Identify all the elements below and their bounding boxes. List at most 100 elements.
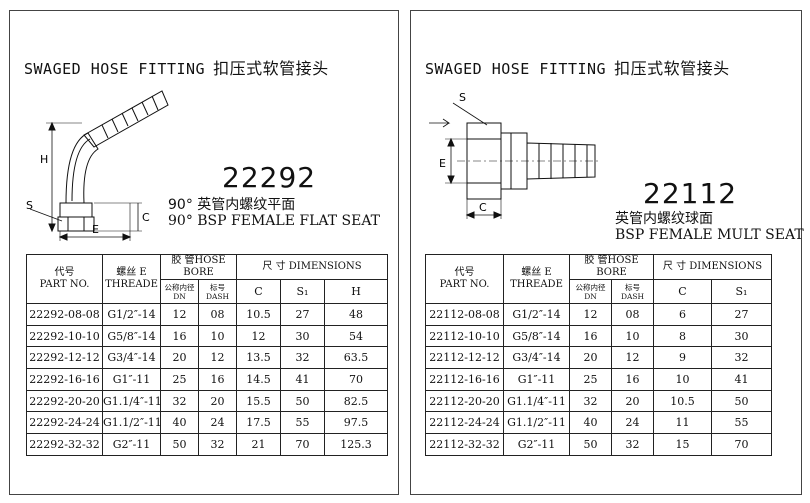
table-cell: 8 [653, 324, 712, 348]
right-col-dimensions: 尺 寸 DIMENSIONS [653, 254, 772, 280]
table-cell: 10 [611, 324, 654, 348]
table-cell: 15 [653, 433, 712, 456]
left-fitting-drawing: H S C E [26, 90, 169, 241]
table-cell: 16 [198, 368, 237, 391]
table-cell: 12 [160, 303, 199, 326]
table-cell: 82.5 [324, 389, 388, 413]
table-cell: 22292-10-10 [26, 324, 103, 348]
table-cell: 32 [280, 346, 325, 370]
table-cell: 27 [711, 303, 772, 326]
table-cell: 9 [653, 346, 712, 370]
left-dim-c: C [142, 211, 150, 224]
table-cell: 22292-16-16 [26, 368, 103, 391]
table-cell: 22112-32-32 [425, 433, 504, 456]
left-col-hose: 胶 管HOSE BORE [160, 254, 237, 280]
table-cell: 54 [324, 324, 388, 348]
table-cell: 41 [280, 368, 325, 391]
table-cell: 22112-20-20 [425, 389, 504, 413]
table-cell: 12 [198, 346, 237, 370]
table-cell: 70 [280, 433, 325, 456]
table-cell: 55 [280, 411, 325, 435]
left-dim-h: H [40, 153, 48, 166]
table-cell: G1.1/4″-11 [503, 389, 570, 413]
left-part-number: 22292 [222, 161, 317, 194]
left-dim-s: S [26, 199, 33, 212]
right-desc-line2: BSP FEMALE MULT SEAT [615, 227, 804, 243]
table-cell: 32 [198, 433, 237, 456]
table-cell: 24 [198, 411, 237, 435]
table-cell: 20 [611, 389, 654, 413]
table-cell: 30 [711, 324, 772, 348]
table-cell: 70 [711, 433, 772, 456]
table-cell: 24 [611, 411, 654, 435]
right-header-title-cn: 扣压式软管接头 [614, 59, 730, 78]
table-cell: 10 [198, 324, 237, 348]
table-cell: G1.1/4″-11 [102, 389, 162, 413]
table-cell: G1/2″-14 [503, 303, 570, 326]
table-cell: 48 [324, 303, 388, 326]
table-cell: 21 [236, 433, 281, 456]
right-col-hose: 胶 管HOSE BORE [569, 254, 654, 280]
table-cell: 12 [611, 346, 654, 370]
right-fitting-drawing: S E C [429, 91, 599, 219]
table-cell: 13.5 [236, 346, 281, 370]
table-cell: 22292-20-20 [26, 389, 103, 413]
table-cell: 22112-10-10 [425, 324, 504, 348]
left-col-dimensions: 尺 寸 DIMENSIONS [236, 254, 388, 280]
table-cell: 22112-08-08 [425, 303, 504, 326]
table-cell: 32 [611, 433, 654, 456]
table-cell: 22112-16-16 [425, 368, 504, 391]
table-cell: 50 [160, 433, 199, 456]
table-cell: G1″-11 [503, 368, 570, 391]
table-cell: 32 [160, 389, 199, 413]
table-cell: 14.5 [236, 368, 281, 391]
table-cell: G3/4″-14 [102, 346, 161, 370]
table-cell: 20 [160, 346, 199, 370]
table-cell: 50 [280, 389, 325, 413]
left-header-title: SWAGED HOSE FITTING [24, 60, 206, 78]
table-cell: 12 [569, 303, 612, 326]
table-cell: G3/4″-14 [503, 346, 570, 370]
table-cell: 55 [711, 411, 772, 435]
table-cell: 10 [653, 368, 712, 391]
right-dim-c: C [479, 201, 487, 214]
table-cell: G2″-11 [503, 433, 570, 456]
table-cell: 27 [280, 303, 325, 326]
table-cell: 40 [160, 411, 199, 435]
table-cell: 10.5 [653, 389, 712, 413]
table-cell: 20 [198, 389, 237, 413]
table-cell: G2″-11 [102, 433, 161, 456]
left-dim-e: E [92, 223, 99, 236]
table-cell: 6 [653, 303, 712, 326]
table-cell: 15.5 [236, 389, 281, 413]
table-cell: 08 [198, 303, 237, 326]
table-cell: G1.1/2″-11 [102, 411, 162, 435]
table-cell: 40 [569, 411, 612, 435]
right-col-s1: S₁ [711, 279, 772, 304]
table-cell: 97.5 [324, 411, 388, 435]
table-cell: 16 [611, 368, 654, 391]
table-cell: G1.1/2″-11 [503, 411, 570, 435]
table-cell: 30 [280, 324, 325, 348]
table-cell: 41 [711, 368, 772, 391]
table-cell: 08 [611, 303, 654, 326]
table-cell: G5/8″-14 [503, 324, 570, 348]
table-cell: 25 [569, 368, 612, 391]
